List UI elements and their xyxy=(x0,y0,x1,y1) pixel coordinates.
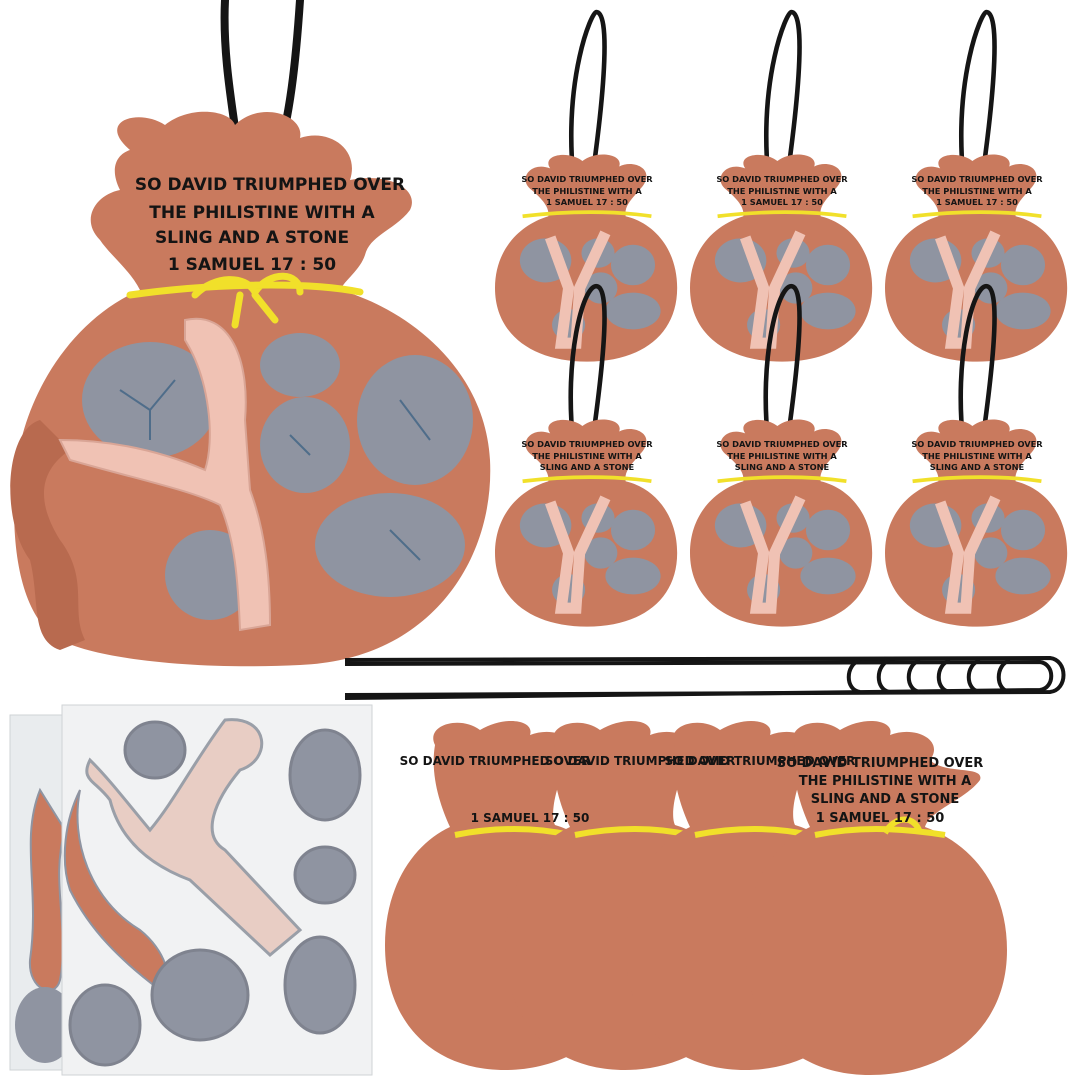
verse-line-2: THE PHILISTINE WITH A xyxy=(149,203,375,223)
svg-text:THE PHILISTINE WITH A: THE PHILISTINE WITH A xyxy=(532,451,642,461)
svg-text:THE PHILISTINE WITH A: THE PHILISTINE WITH A xyxy=(922,186,1032,196)
large-bag-ornament: SO DAVID TRIUMPHED OVER THE PHILISTINE W… xyxy=(10,0,491,667)
blank-bag-verse-texts: SO DAVID TRIUMPHED OVER SO DAVID TRIUMPH… xyxy=(400,754,984,826)
svg-text:THE PHILISTINE WITH A: THE PHILISTINE WITH A xyxy=(922,451,1032,461)
slingshot-cutout xyxy=(58,317,272,632)
svg-text:SO DAVID TRIUMPHED OVER: SO DAVID TRIUMPHED OVER xyxy=(716,439,848,449)
small-ornament: SO DAVID TRIUMPHED OVER THE PHILISTINE W… xyxy=(690,283,873,627)
svg-text:1 SAMUEL 17 : 50: 1 SAMUEL 17 : 50 xyxy=(546,197,628,207)
svg-text:SO DAVID TRIUMPHED OVER: SO DAVID TRIUMPHED OVER xyxy=(545,754,736,768)
svg-text:THE PHILISTINE WITH A: THE PHILISTINE WITH A xyxy=(727,451,837,461)
svg-text:SO DAVID TRIUMPHED OVER: SO DAVID TRIUMPHED OVER xyxy=(521,174,653,184)
svg-text:SO DAVID TRIUMPHED OVER: SO DAVID TRIUMPHED OVER xyxy=(777,756,984,771)
svg-text:1 SAMUEL 17 : 50: 1 SAMUEL 17 : 50 xyxy=(936,197,1018,207)
svg-text:SO DAVID TRIUMPHED OVER: SO DAVID TRIUMPHED OVER xyxy=(911,439,1043,449)
verse-line-1: SO DAVID TRIUMPHED OVER xyxy=(135,175,405,195)
small-ornament: SO DAVID TRIUMPHED OVER THE PHILISTINE W… xyxy=(885,9,1068,362)
small-ornament-grid: SO DAVID TRIUMPHED OVER THE PHILISTINE W… xyxy=(495,9,1068,627)
slingshot-sticker xyxy=(85,718,303,958)
sticker-sheets xyxy=(9,704,373,1076)
small-ornament: SO DAVID TRIUMPHED OVER THE PHILISTINE W… xyxy=(495,283,678,627)
felt-stones xyxy=(82,333,473,620)
svg-text:THE PHILISTINE WITH A: THE PHILISTINE WITH A xyxy=(727,186,837,196)
verse-line-4: 1 SAMUEL 17 : 50 xyxy=(168,255,336,275)
svg-text:1 SAMUEL 17 : 50: 1 SAMUEL 17 : 50 xyxy=(816,811,945,826)
stone-stickers xyxy=(68,720,362,1067)
svg-text:SLING AND A STONE: SLING AND A STONE xyxy=(735,462,830,472)
small-ornament: SO DAVID TRIUMPHED OVER THE PHILISTINE W… xyxy=(690,9,873,362)
felt-bag-strap xyxy=(10,420,85,650)
svg-text:SO DAVID TRIUMPHED OVER: SO DAVID TRIUMPHED OVER xyxy=(911,174,1043,184)
svg-text:SLING AND A STONE: SLING AND A STONE xyxy=(811,792,959,807)
small-ornament: SO DAVID TRIUMPHED OVER THE PHILISTINE W… xyxy=(495,9,678,362)
svg-text:SLING AND A STONE: SLING AND A STONE xyxy=(540,462,635,472)
verse-line-3: SLING AND A STONE xyxy=(155,228,349,248)
svg-text:THE PHILISTINE WITH A: THE PHILISTINE WITH A xyxy=(532,186,642,196)
blank-bag xyxy=(745,720,1007,1075)
yellow-yarn-tie xyxy=(126,272,364,329)
svg-text:1 SAMUEL 17 : 50: 1 SAMUEL 17 : 50 xyxy=(471,811,590,825)
svg-text:SO DAVID TRIUMPHED OVER: SO DAVID TRIUMPHED OVER xyxy=(400,754,591,768)
svg-text:SO DAVID TRIUMPHED OVER: SO DAVID TRIUMPHED OVER xyxy=(665,754,856,768)
svg-text:THE PHILISTINE WITH A: THE PHILISTINE WITH A xyxy=(799,774,971,789)
svg-text:SO DAVID TRIUMPHED OVER: SO DAVID TRIUMPHED OVER xyxy=(521,439,653,449)
blank-bag-stack: SO DAVID TRIUMPHED OVER SO DAVID TRIUMPH… xyxy=(385,720,1007,1075)
small-ornament: SO DAVID TRIUMPHED OVER THE PHILISTINE W… xyxy=(885,283,1068,627)
svg-text:1 SAMUEL 17 : 50: 1 SAMUEL 17 : 50 xyxy=(741,197,823,207)
svg-text:SLING AND A STONE: SLING AND A STONE xyxy=(930,462,1025,472)
svg-text:SO DAVID TRIUMPHED OVER: SO DAVID TRIUMPHED OVER xyxy=(716,174,848,184)
black-cord-bundle xyxy=(344,655,1066,700)
